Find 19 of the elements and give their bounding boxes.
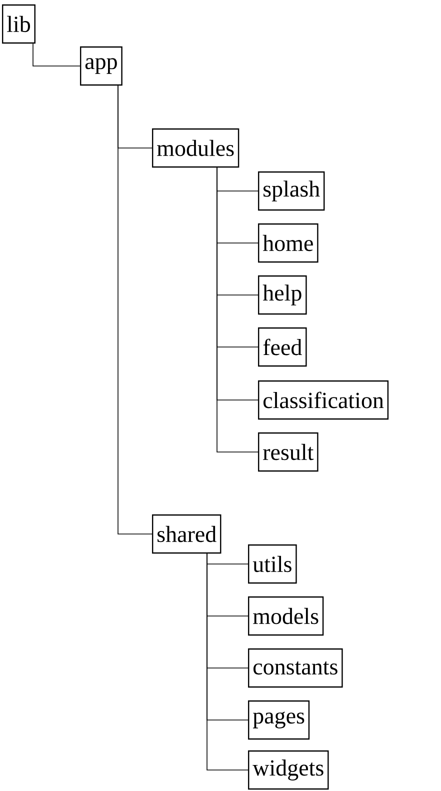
- tree-connector: [206, 553, 248, 770]
- folder-box: modules: [152, 128, 240, 168]
- tree-connector: [216, 167, 258, 452]
- folder-box: feed: [258, 327, 307, 367]
- folder-box: classification: [258, 380, 389, 420]
- folder-box: lib: [2, 4, 36, 44]
- folder-box: splash: [258, 171, 325, 211]
- folder-box: shared: [152, 514, 222, 554]
- folder-box: app: [80, 46, 122, 86]
- tree-connector: [32, 43, 80, 66]
- tree-connector: [118, 85, 152, 534]
- folder-box: home: [258, 223, 318, 263]
- folder-box: result: [258, 432, 318, 472]
- folder-box: models: [248, 596, 324, 636]
- folder-box: help: [258, 275, 307, 315]
- folder-box: constants: [248, 648, 343, 688]
- folder-box: widgets: [248, 750, 329, 790]
- folder-box: utils: [248, 544, 297, 584]
- folder-box: pages: [248, 700, 310, 740]
